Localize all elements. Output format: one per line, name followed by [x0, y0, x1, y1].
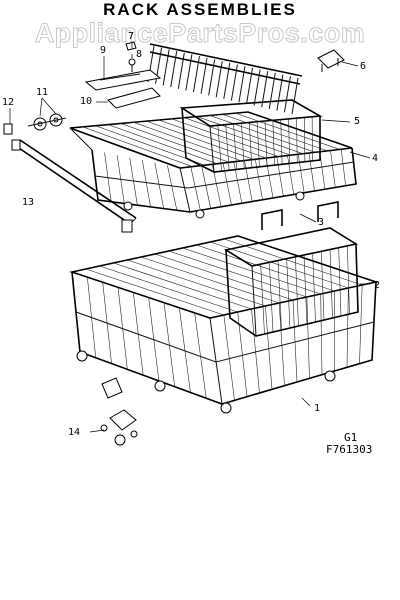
part-9-holder: [84, 69, 162, 91]
part-12-stop: [3, 123, 13, 135]
callout-2: 2: [374, 280, 381, 291]
part-11-rollers: [27, 113, 67, 131]
callout-8: 8: [136, 49, 143, 60]
part-7-clip: [125, 41, 137, 51]
leader-lines: [9, 42, 371, 433]
part-8-screw: [128, 58, 136, 72]
drawing-code-line-1: G1: [344, 431, 358, 444]
fold-down-tines: [147, 43, 303, 115]
drawing-code: G1 F761303: [326, 432, 372, 456]
part-14-roller: [100, 377, 138, 446]
callout-9: 9: [100, 45, 107, 56]
drawing-code-line-2: F761303: [326, 443, 373, 456]
callout-12: 12: [2, 97, 15, 108]
callout-10: 10: [80, 96, 93, 107]
callout-4: 4: [372, 153, 379, 164]
callout-13: 13: [22, 197, 35, 208]
callout-7: 7: [128, 31, 135, 42]
part-13-track: [11, 139, 137, 233]
watermark: AppliancePartsPros.com: [34, 18, 366, 49]
upper-rack: [69, 111, 357, 219]
callout-14: 14: [68, 427, 81, 438]
lower-rack: [68, 235, 380, 414]
callout-5: 5: [354, 116, 361, 127]
part-10-holder: [107, 87, 161, 109]
lower-silverware-basket: [223, 201, 359, 337]
upper-silverware-basket: [179, 99, 323, 173]
diagram-title: RACK ASSEMBLIES: [103, 0, 297, 19]
part-6-clip: [317, 49, 345, 72]
callout-3: 3: [318, 217, 325, 228]
callout-6: 6: [360, 61, 367, 72]
callout-11: 11: [36, 87, 49, 98]
callout-1: 1: [314, 403, 321, 414]
